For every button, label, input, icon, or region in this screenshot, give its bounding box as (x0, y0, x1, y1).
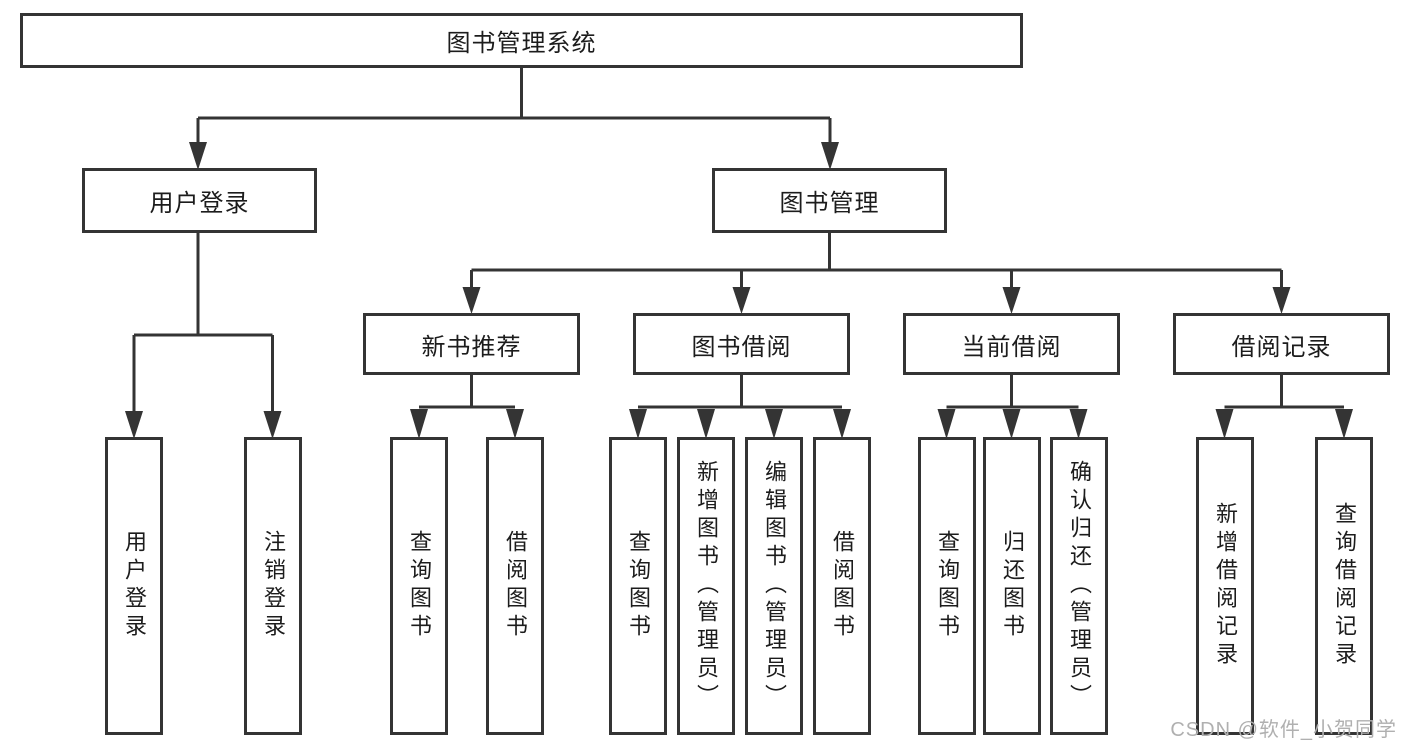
leaf-label: 查询图书 (935, 530, 960, 642)
leaf-borrow-books-recommend: 借阅图书 (486, 437, 544, 735)
watermark-text: CSDN @软件_小贺同学 (1170, 719, 1397, 741)
leaf-borrow-books: 借阅图书 (813, 437, 871, 735)
leaf-confirm-return-admin: 确认归还（管理员） (1050, 437, 1108, 735)
node-book-management: 图书管理 (712, 168, 947, 233)
leaf-label: 确认归还（管理员） (1067, 460, 1092, 712)
leaf-label: 借阅图书 (830, 530, 855, 642)
leaf-query-books-borrow: 查询图书 (609, 437, 667, 735)
node-library-management-system: 图书管理系统 (20, 13, 1023, 68)
node-borrowing-records: 借阅记录 (1173, 313, 1390, 375)
node-current-borrowing: 当前借阅 (903, 313, 1120, 375)
node-user-login: 用户登录 (82, 168, 317, 233)
node-label: 新书推荐 (421, 333, 522, 361)
leaf-return-book: 归还图书 (983, 437, 1041, 735)
leaf-label: 注销登录 (261, 530, 286, 642)
node-new-book-recommendation: 新书推荐 (363, 313, 580, 375)
leaf-label: 查询图书 (407, 530, 432, 642)
node-label: 借阅记录 (1231, 333, 1332, 361)
leaf-label: 新增借阅记录 (1213, 502, 1238, 670)
leaf-label: 编辑图书（管理员） (762, 460, 787, 712)
node-label: 图书管理 (779, 190, 880, 217)
leaf-logout: 注销登录 (244, 437, 302, 735)
leaf-query-borrow-record: 查询借阅记录 (1315, 437, 1373, 735)
leaf-label: 新增图书（管理员） (694, 460, 719, 712)
leaf-user-login: 用户登录 (105, 437, 163, 735)
node-book-borrowing: 图书借阅 (633, 313, 850, 375)
leaf-label: 借阅图书 (503, 530, 528, 642)
node-label: 图书借阅 (691, 333, 792, 361)
leaf-query-books-current: 查询图书 (918, 437, 976, 735)
leaf-label: 查询借阅记录 (1332, 502, 1357, 670)
leaf-label: 查询图书 (626, 530, 651, 642)
leaf-edit-book-admin: 编辑图书（管理员） (745, 437, 803, 735)
leaf-label: 用户登录 (122, 530, 147, 642)
leaf-add-borrow-record: 新增借阅记录 (1196, 437, 1254, 735)
node-label: 用户登录 (149, 190, 250, 217)
leaf-query-books-recommend: 查询图书 (390, 437, 448, 735)
node-label: 图书管理系统 (446, 30, 597, 57)
leaf-add-book-admin: 新增图书（管理员） (677, 437, 735, 735)
node-label: 当前借阅 (961, 333, 1062, 361)
leaf-label: 归还图书 (1000, 530, 1025, 642)
